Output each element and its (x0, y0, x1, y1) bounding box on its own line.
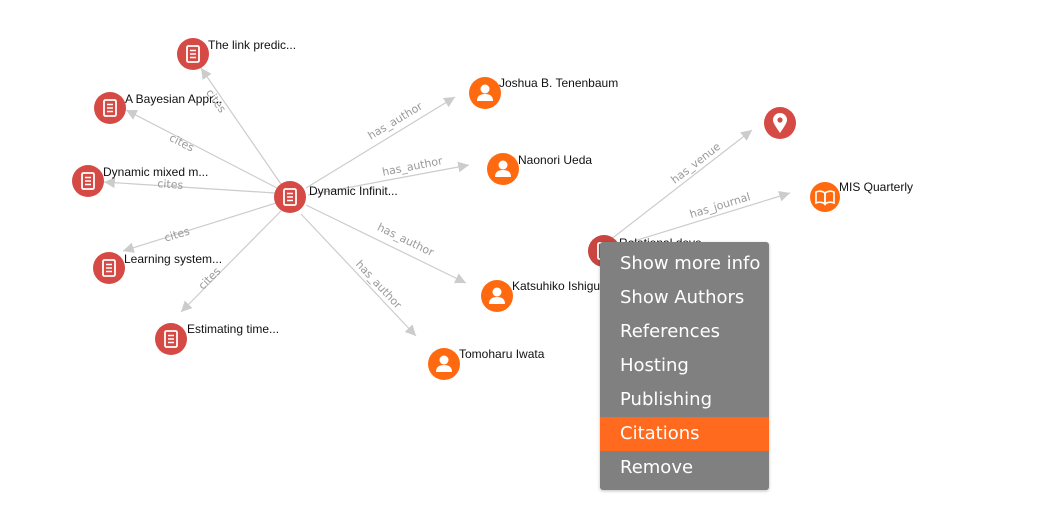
menu-item-remove[interactable]: Remove (620, 457, 694, 478)
node-label-iwata: Tomoharu Iwata (459, 347, 545, 361)
edge-has-venue (609, 129, 753, 241)
journal-node-mis[interactable] (810, 182, 840, 212)
author-node-iwata[interactable] (428, 348, 460, 380)
edge-label-cites: cites (167, 131, 196, 154)
paper-node-estimating[interactable] (155, 323, 187, 355)
author-node-tenenbaum[interactable] (469, 77, 501, 109)
node-label-ishiguro: Katsuhiko Ishiguro (512, 279, 611, 293)
edge-cites-link (200, 67, 284, 188)
edge-label-cites: cites (196, 265, 224, 293)
node-label-learning: Learning system... (124, 252, 223, 266)
menu-item-citations[interactable]: Citations (600, 417, 769, 451)
menu-item-references[interactable]: References (620, 321, 721, 342)
edge-author-ueda (307, 161, 470, 196)
menu-item-publishing[interactable]: Publishing (620, 389, 712, 410)
edges-layer (103, 67, 791, 337)
menu-item-show-authors[interactable]: Show Authors (620, 287, 745, 308)
edge-cites-learning (122, 202, 277, 253)
venue-node[interactable] (764, 107, 796, 139)
edge-author-tenenbaum (305, 96, 456, 189)
map-pin-icon (773, 113, 787, 133)
node-label-dynamic-mixed: Dynamic mixed m... (103, 165, 209, 179)
node-label-bayesian: A Bayesian Appr... (125, 92, 223, 106)
edge-label-has-author: has_author (353, 258, 405, 312)
edge-author-iwata (300, 213, 417, 337)
paper-node-dynamic-mixed[interactable] (72, 165, 104, 197)
edge-label-cites: cites (163, 225, 192, 245)
context-menu: Show more info Show Authors References H… (600, 242, 769, 490)
node-label-mis-quarterly: MIS Quarterly (839, 180, 914, 194)
edge-label-has-venue: has_venue (669, 140, 724, 187)
node-label-tenenbaum: Joshua B. Tenenbaum (499, 76, 619, 90)
paper-node-learning[interactable] (93, 252, 125, 284)
edge-label-has-journal: has_journal (688, 190, 752, 221)
node-label-link: The link predic... (208, 38, 297, 52)
edge-cites-bayesian (125, 109, 278, 189)
edge-cites-estimating (180, 210, 282, 313)
paper-node-dynamic-infinite[interactable] (274, 181, 306, 213)
paper-node-link[interactable] (177, 38, 209, 70)
node-label-dynamic-infinite: Dynamic Infinit... (309, 184, 398, 198)
author-node-ishiguro[interactable] (481, 280, 513, 312)
edge-has-journal (617, 191, 791, 247)
node-label-estimating: Estimating time... (187, 322, 280, 336)
paper-node-bayesian[interactable] (94, 92, 126, 124)
node-label-ueda: Naonori Ueda (518, 153, 593, 167)
edge-cites-dynamic-mixed (103, 177, 276, 194)
author-node-ueda[interactable] (487, 153, 519, 185)
menu-item-show-more-info[interactable]: Show more info (620, 253, 761, 274)
book-icon (815, 190, 835, 206)
edge-label-cites: cites (157, 177, 184, 192)
menu-item-hosting[interactable]: Hosting (620, 355, 689, 376)
edge-author-ishiguro (305, 204, 467, 284)
